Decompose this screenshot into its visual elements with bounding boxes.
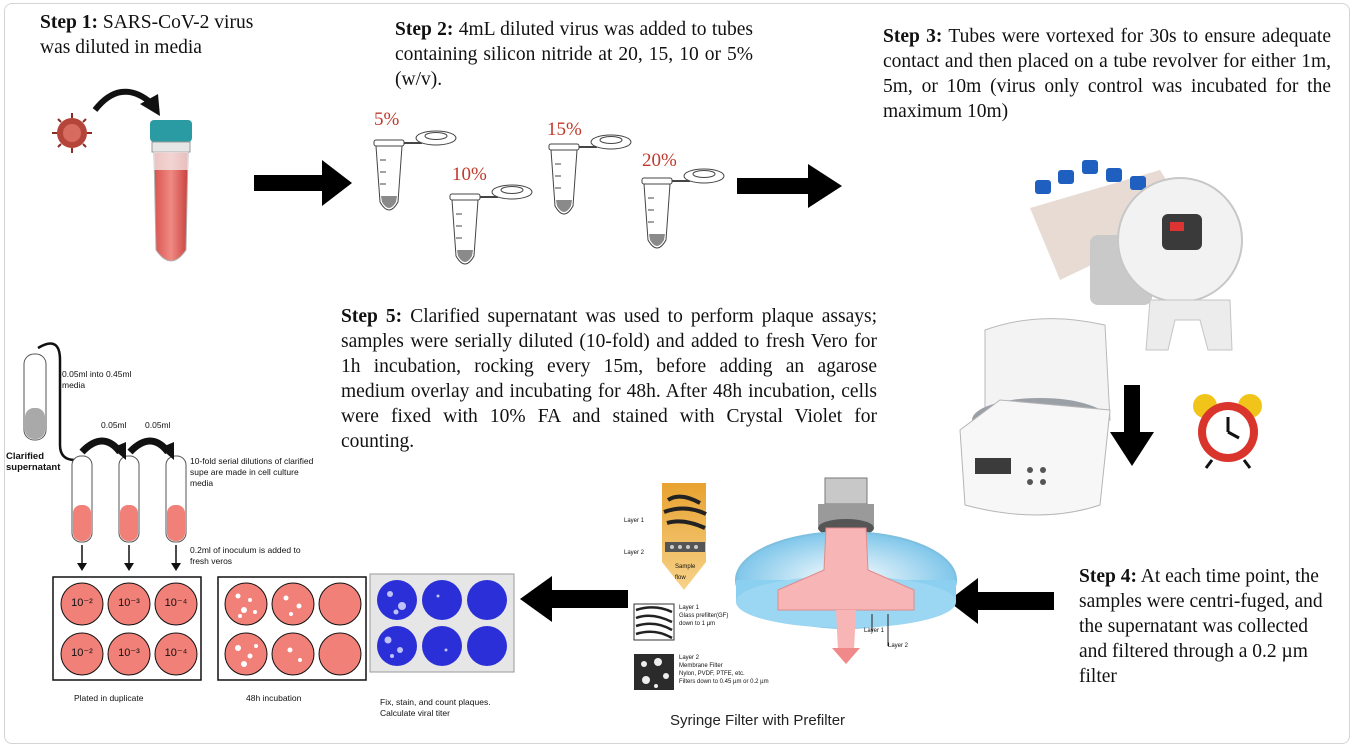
microtube-group xyxy=(373,130,725,265)
incubation-label: 48h incubation xyxy=(246,693,302,703)
microtube-2-icon xyxy=(449,184,533,265)
plate-duplicate-icon xyxy=(52,576,202,681)
arrow-step2-to-step3-icon xyxy=(737,164,842,208)
layer2-pointer-label: Layer 2 xyxy=(624,550,645,556)
step5-label: Step 5: xyxy=(341,306,403,327)
inoculum-note: 0.2ml of inoculum is added to fresh vero… xyxy=(190,545,301,566)
step4-label: Step 4: xyxy=(1079,566,1137,587)
well-dilution-label: 10⁻³ xyxy=(118,647,140,659)
microtube-3-icon xyxy=(548,134,632,215)
arrow-centrifuge-down-icon xyxy=(1110,385,1154,466)
percent-label-15: 15% xyxy=(547,119,582,140)
curved-arrow-head-icon xyxy=(140,94,160,116)
step3-body: Tubes were vortexed for 30s to ensure ad… xyxy=(883,26,1331,122)
transfer-label-1: 0.05ml xyxy=(101,420,127,430)
microtube-4-icon xyxy=(641,168,725,249)
dilution-note-first: 0.05ml into 0.45ml media xyxy=(62,369,132,390)
step3-text: Step 3: Tubes were vortexed for 30s to e… xyxy=(883,24,1331,124)
tube-revolver-icon xyxy=(1030,160,1243,351)
step5-text: Step 5: Clarified supernatant was used t… xyxy=(341,304,877,454)
step1-label: Step 1: xyxy=(40,12,98,33)
curved-arrow-icon xyxy=(92,88,152,112)
arrow-step1-to-step2-icon xyxy=(254,160,352,206)
well-dilution-label: 10⁻² xyxy=(71,597,93,609)
sample-flow-label: Sample flow xyxy=(675,564,696,581)
virus-icon xyxy=(52,113,92,153)
plate-incubation-icon xyxy=(217,576,367,681)
syringe-filter-icon xyxy=(735,477,957,664)
arrow-filter-to-plates-icon xyxy=(520,576,628,622)
percent-label-5: 5% xyxy=(374,109,400,130)
step2-body: 4mL diluted virus was added to tubes con… xyxy=(395,19,753,90)
step1-body: SARS-CoV-2 virus was diluted in media xyxy=(40,12,254,58)
step3-label: Step 3: xyxy=(883,26,943,47)
step2-label: Step 2: xyxy=(395,19,454,40)
arrow-step4-to-filter-icon xyxy=(948,578,1054,624)
percent-label-20: 20% xyxy=(642,150,677,171)
step2-text: Step 2: 4mL diluted virus was added to t… xyxy=(395,17,753,92)
percent-label-10: 10% xyxy=(452,164,487,185)
dilution-series-icon xyxy=(23,342,187,571)
clarified-supernatant-label: Clarified supernatant xyxy=(6,451,61,473)
centrifuge-icon xyxy=(959,318,1111,516)
dilution-tube-3-icon xyxy=(165,455,187,543)
fix-stain-count-label: Fix, stain, and count plaques. Calculate… xyxy=(380,697,491,718)
plated-in-duplicate-label: Plated in duplicate xyxy=(74,693,144,703)
plate-stained-icon xyxy=(369,573,515,673)
well-dilution-label: 10⁻⁴ xyxy=(164,597,188,609)
alarm-clock-icon xyxy=(1193,394,1262,469)
well-dilution-label: 10⁻³ xyxy=(118,597,140,609)
conical-tube-icon xyxy=(150,120,192,262)
layer1-pointer-label: Layer 1 xyxy=(624,518,645,524)
step4-body: At each time point, the samples were cen… xyxy=(1079,566,1323,687)
dilution-tube-2-icon xyxy=(118,455,140,543)
syringe-layer1-label: Layer 1 xyxy=(864,628,885,634)
well-dilution-label: 10⁻² xyxy=(71,647,93,659)
syringe-filter-caption: Syringe Filter with Prefilter xyxy=(670,712,846,729)
microtube-1-icon xyxy=(373,130,457,211)
well-dilution-label: 10⁻⁴ xyxy=(164,647,188,659)
syringe-layer2-label: Layer 2 xyxy=(888,643,909,649)
serial-dilution-note: 10-fold serial dilutions of clarified su… xyxy=(190,456,314,488)
transfer-label-2: 0.05ml xyxy=(145,420,171,430)
dilution-tube-1-icon xyxy=(71,455,93,543)
step5-body: Clarified supernatant was used to perfor… xyxy=(341,306,878,452)
step4-text: Step 4: At each time point, the samples … xyxy=(1079,564,1335,689)
step1-text: Step 1: SARS-CoV-2 virus was diluted in … xyxy=(40,10,280,60)
prefilter-schematic-icon xyxy=(633,483,707,690)
